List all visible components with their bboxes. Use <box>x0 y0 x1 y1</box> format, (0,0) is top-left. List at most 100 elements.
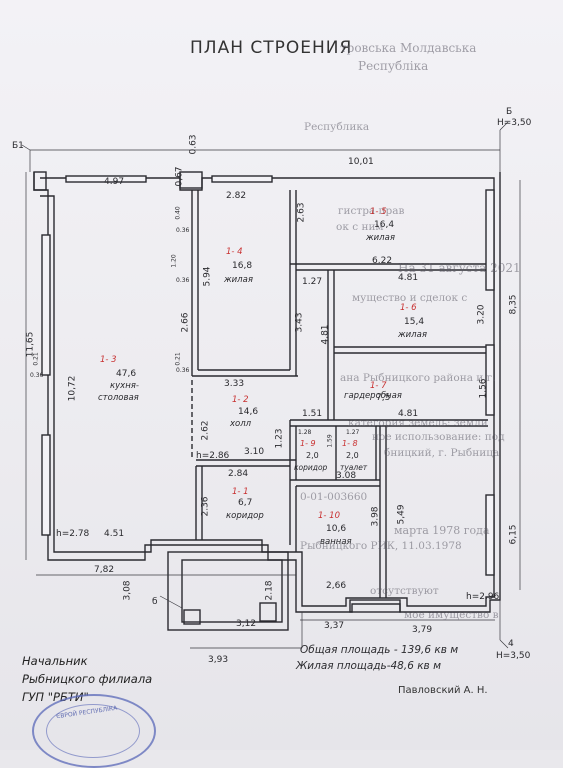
section-label-b-small: б <box>152 597 158 607</box>
dimension-r6-127: 1.27 <box>302 277 323 287</box>
section-label-b1: Б1 <box>12 141 24 151</box>
room-number: 1- 6 <box>400 303 417 313</box>
dimension-porch-393: 3,93 <box>208 655 229 665</box>
room-name: ванная <box>320 537 352 547</box>
room-name: коридор <box>226 511 264 521</box>
ghost-text-year: марта 1978 года <box>394 524 490 537</box>
dimension-right-615: 6,15 <box>508 524 519 545</box>
room-area: 47,6 <box>116 369 137 379</box>
room-name: холл <box>230 419 252 429</box>
room-name: туалет <box>340 463 368 472</box>
dimension-r2-310: 3.10 <box>244 447 265 457</box>
room-name: коридор <box>294 463 328 472</box>
room-name: жилая <box>366 233 395 243</box>
dimension-r9-128: 1.28 <box>298 429 312 436</box>
ghost-text-absent: отсутствуют <box>370 585 439 597</box>
signature-title-line1: Начальник <box>22 654 88 668</box>
ghost-text-district: ана Рыбницкого района и г. <box>340 372 496 384</box>
height-label-left: h=2.78 <box>56 529 90 539</box>
dimension-r6-343: 3.43 <box>294 312 305 333</box>
dimension-r5-622: 6.22 <box>372 256 393 266</box>
dimension-right-835: 8,35 <box>508 294 519 315</box>
room-number: 1- 3 <box>100 355 117 365</box>
room-name-2: столовая <box>98 393 139 403</box>
ghost-text-country: тровська Молдавська <box>340 41 477 55</box>
dimension-r2-151: 1.51 <box>302 409 323 419</box>
dimension-window-036c: 0.36 <box>176 367 190 374</box>
room-area: 2,0 <box>346 451 359 460</box>
dimension-left-1072: 10,72 <box>67 375 78 402</box>
signature-name: Павловский А. Н. <box>398 685 488 696</box>
dimension-window-040: 0.40 <box>174 206 182 220</box>
room-name: гардеробная <box>344 391 402 401</box>
dimension-mid-333: 3.33 <box>224 379 245 389</box>
dimension-porch-308: 3,08 <box>122 580 133 601</box>
dimension-063: 0.63 <box>188 134 199 155</box>
ghost-text-property: мущество и сделок с <box>352 292 468 304</box>
document-title: ПЛАН СТРОЕНИЯ <box>190 38 353 58</box>
room-area: 7,5 <box>376 393 391 403</box>
dimension-r7-156: 1.56 <box>478 378 489 399</box>
dimension-r4-small: 2.66 <box>180 312 191 333</box>
dimension-r6-481b: 4.81 <box>320 324 331 345</box>
height-label-right: h=2.96 <box>466 592 500 602</box>
dimension-r4-width: 2.82 <box>226 191 247 201</box>
room-name: кухня- <box>110 381 139 391</box>
signature-title-line2: Рыбницкого филиала <box>22 672 153 686</box>
ghost-text-rik: Рыбницкого РИК, 11.03.1978 <box>300 540 462 552</box>
dimension-window-120: 1.20 <box>170 254 178 268</box>
section-label-b: Б <box>506 107 513 117</box>
ghost-text-date: На 31 августа 2021 <box>398 261 521 275</box>
dimension-bottom-379: 3,79 <box>412 625 433 635</box>
dimension-r5-481: 4.81 <box>398 273 419 283</box>
dimension-top-left: 4.97 <box>104 177 125 187</box>
room-area: 16,8 <box>232 261 253 271</box>
dimension-r7-481: 4.81 <box>398 409 419 419</box>
dimension-r2-284: 2.84 <box>228 469 249 479</box>
room-area: 2,0 <box>306 451 319 460</box>
section-label-4: 4 <box>508 639 514 649</box>
dimension-left-021: 0.21 <box>32 352 40 366</box>
ghost-text-country2: Республіка <box>358 59 429 73</box>
dimension-r4-depth: 5.94 <box>202 266 213 287</box>
room-number: 1- 4 <box>226 247 243 257</box>
room-name: жилая <box>224 275 253 285</box>
signature-title-line3: ГУП "РБТИ" <box>22 690 89 704</box>
room-area: 10,6 <box>326 524 347 534</box>
dimension-bottom-451: 4.51 <box>104 529 125 539</box>
dimension-porch-312: 3,12 <box>236 619 257 629</box>
dimension-r1-236: 2.36 <box>200 496 211 517</box>
living-area: Жилая площадь-48,6 кв м <box>296 660 442 672</box>
ghost-text-register: гистра прав <box>338 205 405 217</box>
dimension-r9-159: 1.59 <box>326 434 334 448</box>
dimension-top-total: 10,01 <box>348 157 374 167</box>
dimension-r10-308: 3.08 <box>336 471 357 481</box>
dimension-window-021: 0.21 <box>174 352 182 366</box>
room-number: 1- 7 <box>370 381 387 391</box>
room-number: 1- 1 <box>232 487 249 497</box>
dimension-r2-123: 1.23 <box>274 428 285 449</box>
ghost-text-property2: мое имущество в <box>404 609 499 621</box>
dimension-window-036a: 0.36 <box>176 227 190 234</box>
dimension-r4-side: 2.63 <box>296 202 307 223</box>
room-number: 1- 2 <box>232 395 249 405</box>
total-area: Общая площадь - 139,6 кв м <box>300 644 459 656</box>
dimension-bottom-337: 3,37 <box>324 621 345 631</box>
room-number: 1- 8 <box>342 439 358 448</box>
dimension-r10-549: 5,49 <box>396 504 407 525</box>
dimension-window-036b: 0.36 <box>176 277 190 284</box>
dimension-left-036: 0.36 <box>30 372 44 379</box>
ghost-text-register2: ок с ним <box>336 221 384 233</box>
ghost-text-republic: Республика <box>304 121 370 133</box>
dimension-r6-320: 3.20 <box>476 304 487 325</box>
height-label-mid: h=2.86 <box>196 451 230 461</box>
dimension-r10-266: 2,66 <box>326 581 347 591</box>
dimension-r8-127: 1.27 <box>346 429 360 436</box>
ghost-text-category: категория земель: земли <box>348 417 488 429</box>
room-area: 6,7 <box>238 498 253 508</box>
dimension-bottom-782: 7,82 <box>94 565 115 575</box>
room-area: 15,4 <box>404 317 425 327</box>
room-number: 1- 10 <box>318 511 340 521</box>
ghost-text-city: бницкий, г. Рыбница <box>384 447 500 459</box>
